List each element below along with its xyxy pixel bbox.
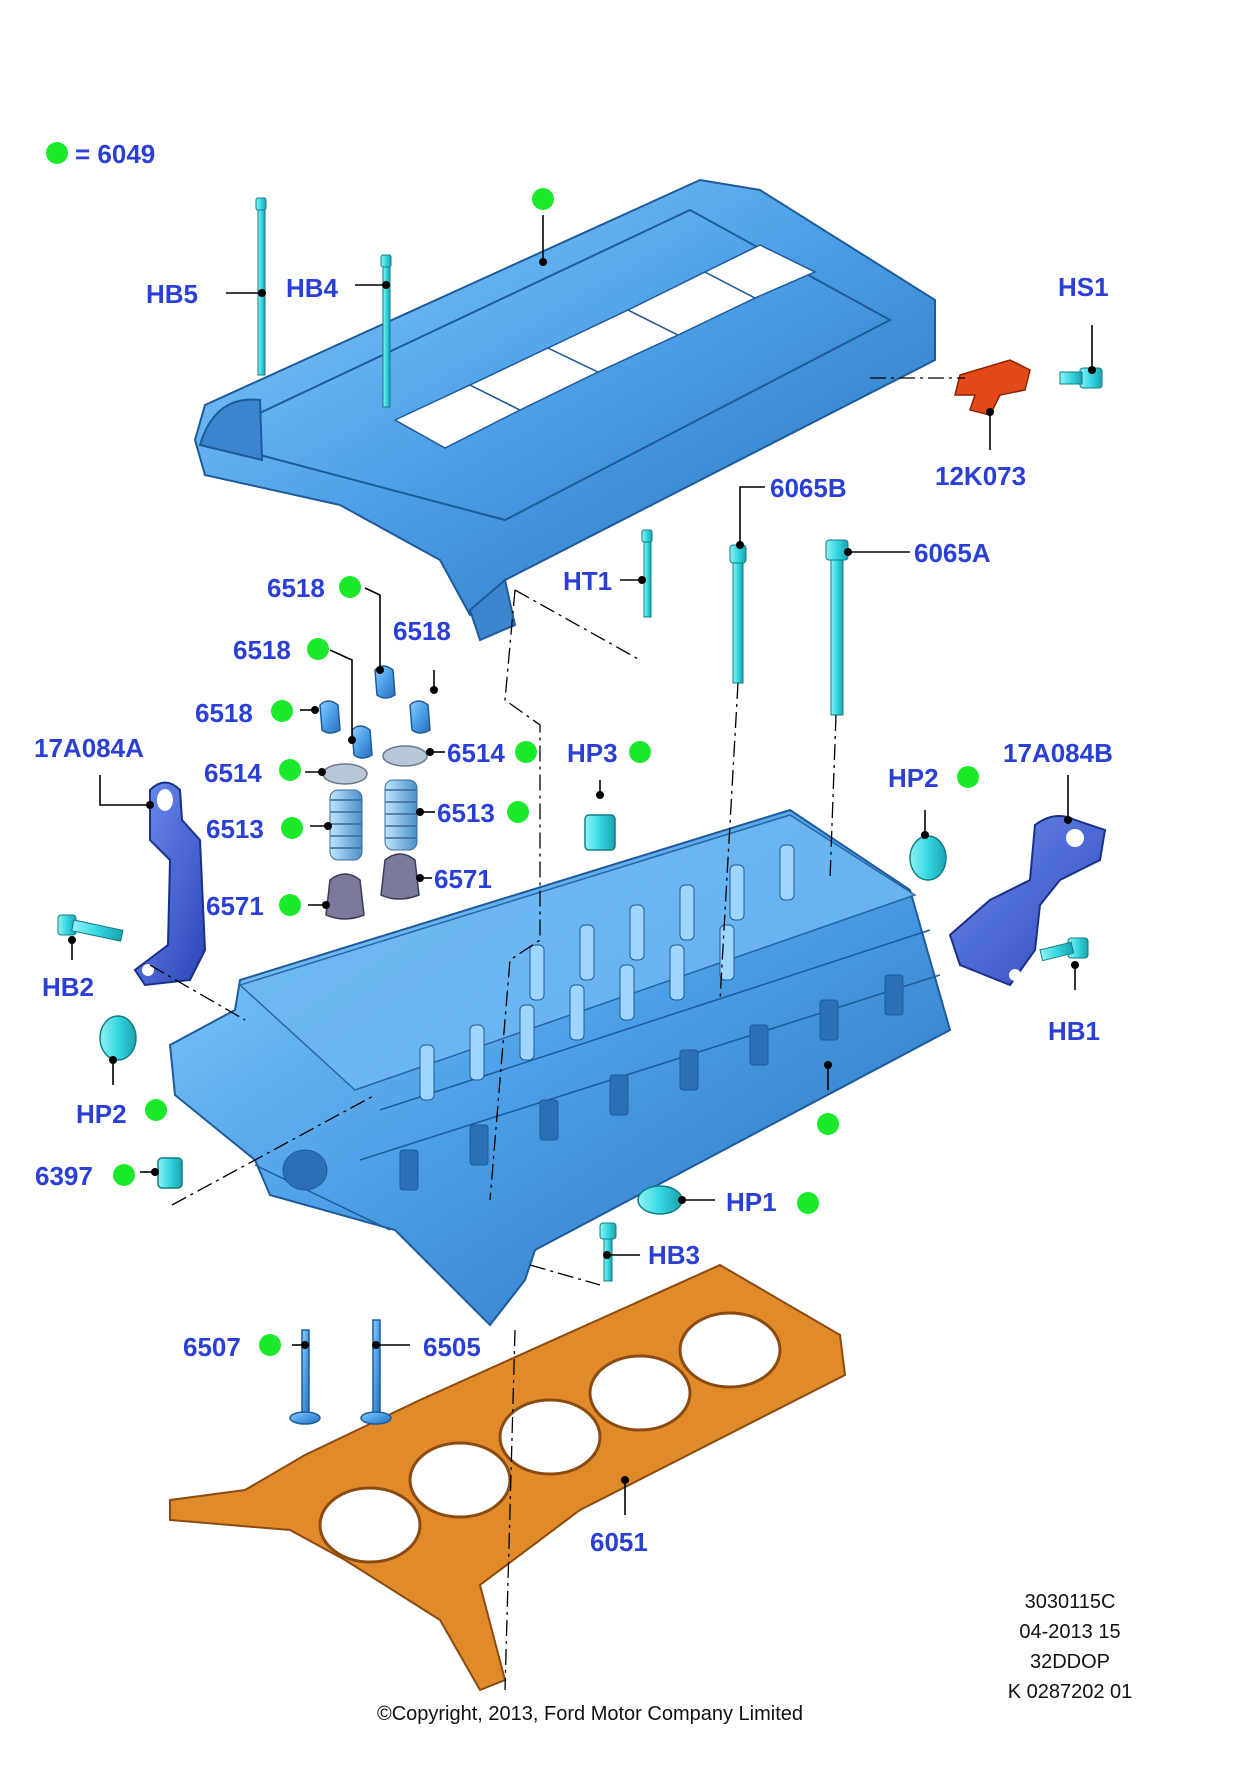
plug-hp3 <box>584 814 616 851</box>
legend-marker-dot <box>46 142 68 164</box>
plug-6397 <box>157 1157 183 1189</box>
plug-hp1 <box>637 1185 683 1215</box>
bracket-17a084b <box>948 815 1107 987</box>
label-6514-a: 6514 <box>204 758 262 788</box>
green-dot <box>957 766 979 788</box>
leader-lines <box>68 215 1096 1515</box>
label-6065b: 6065B <box>770 473 847 503</box>
ref-code-3: 32DDOP <box>1030 1651 1110 1673</box>
green-dot <box>145 1099 167 1121</box>
cylinder-head <box>168 808 952 1327</box>
label-6518-b: 6518 <box>393 616 451 646</box>
label-hp1: HP1 <box>726 1187 777 1217</box>
green-dot <box>271 700 293 722</box>
ref-code-2: 04-2013 15 <box>1019 1621 1120 1643</box>
green-dot <box>259 1334 281 1356</box>
bolt-hs1 <box>1059 367 1103 389</box>
bolt-hb3 <box>599 1222 617 1282</box>
label-hp3: HP3 <box>567 738 618 768</box>
green-dot <box>307 638 329 660</box>
label-6513-a: 6513 <box>206 814 264 844</box>
ref-code-4: K 0287202 01 <box>1008 1681 1133 1703</box>
label-hb3: HB3 <box>648 1240 700 1270</box>
label-hb2: HB2 <box>42 972 94 1002</box>
green-markers <box>113 188 979 1356</box>
label-hp2-left: HP2 <box>76 1099 127 1129</box>
label-6514-b: 6514 <box>447 738 505 768</box>
green-dot <box>279 759 301 781</box>
label-6518-a: 6518 <box>267 573 325 603</box>
green-dot <box>113 1164 135 1186</box>
label-6507: 6507 <box>183 1332 241 1362</box>
part-labels: HB5 HB4 HS1 12K073 6065B 6065A HT1 6518 … <box>34 272 1113 1557</box>
bolt-hb5 <box>255 197 267 376</box>
plug-hp2-left <box>99 1015 137 1061</box>
label-6397: 6397 <box>35 1161 93 1191</box>
green-dot <box>279 894 301 916</box>
bolt-6065b <box>729 544 747 684</box>
head-gasket <box>169 1263 847 1692</box>
green-dot <box>817 1113 839 1135</box>
bracket-17a084a <box>133 781 207 987</box>
footer: 3030115C 04-2013 15 32DDOP K 0287202 01 … <box>377 1591 1132 1725</box>
label-hb5: HB5 <box>146 279 198 309</box>
green-dot <box>281 817 303 839</box>
label-hp2-right: HP2 <box>888 763 939 793</box>
label-hb4: HB4 <box>286 273 339 303</box>
green-dot <box>507 801 529 823</box>
copyright-notice: ©Copyright, 2013, Ford Motor Company Lim… <box>377 1703 803 1725</box>
label-17a084b: 17A084B <box>1003 738 1113 768</box>
label-6571-a: 6571 <box>206 891 264 921</box>
green-dot <box>797 1192 819 1214</box>
label-ht1: HT1 <box>563 566 612 596</box>
label-6051: 6051 <box>590 1527 648 1557</box>
bolt-hb2 <box>57 914 124 942</box>
sensor-12k073 <box>954 359 1031 416</box>
legend-text: = 6049 <box>75 139 155 169</box>
label-6505: 6505 <box>423 1332 481 1362</box>
plugs <box>99 814 947 1215</box>
label-hb1: HB1 <box>1048 1016 1100 1046</box>
label-hs1: HS1 <box>1058 272 1109 302</box>
label-12k073: 12K073 <box>935 461 1026 491</box>
bolt-6065a <box>825 539 849 716</box>
bolt-hb4 <box>380 254 392 408</box>
label-6518-d: 6518 <box>195 698 253 728</box>
legend: = 6049 <box>46 139 155 169</box>
plug-hp2-right <box>909 835 947 881</box>
alignment-lines <box>149 377 965 1691</box>
green-dot <box>532 188 554 210</box>
green-dot <box>339 576 361 598</box>
label-6065a: 6065A <box>914 538 991 568</box>
green-dot <box>629 741 651 763</box>
green-dot <box>515 741 537 763</box>
label-6518-c: 6518 <box>233 635 291 665</box>
label-17a084a: 17A084A <box>34 733 144 763</box>
label-6513-b: 6513 <box>437 798 495 828</box>
label-6571-b: 6571 <box>434 864 492 894</box>
ref-code-1: 3030115C <box>1025 1591 1116 1613</box>
bearing-frame <box>193 178 936 642</box>
bolt-hb1 <box>1039 937 1089 962</box>
bolt-ht1 <box>641 529 653 618</box>
valve-train <box>289 665 431 1425</box>
